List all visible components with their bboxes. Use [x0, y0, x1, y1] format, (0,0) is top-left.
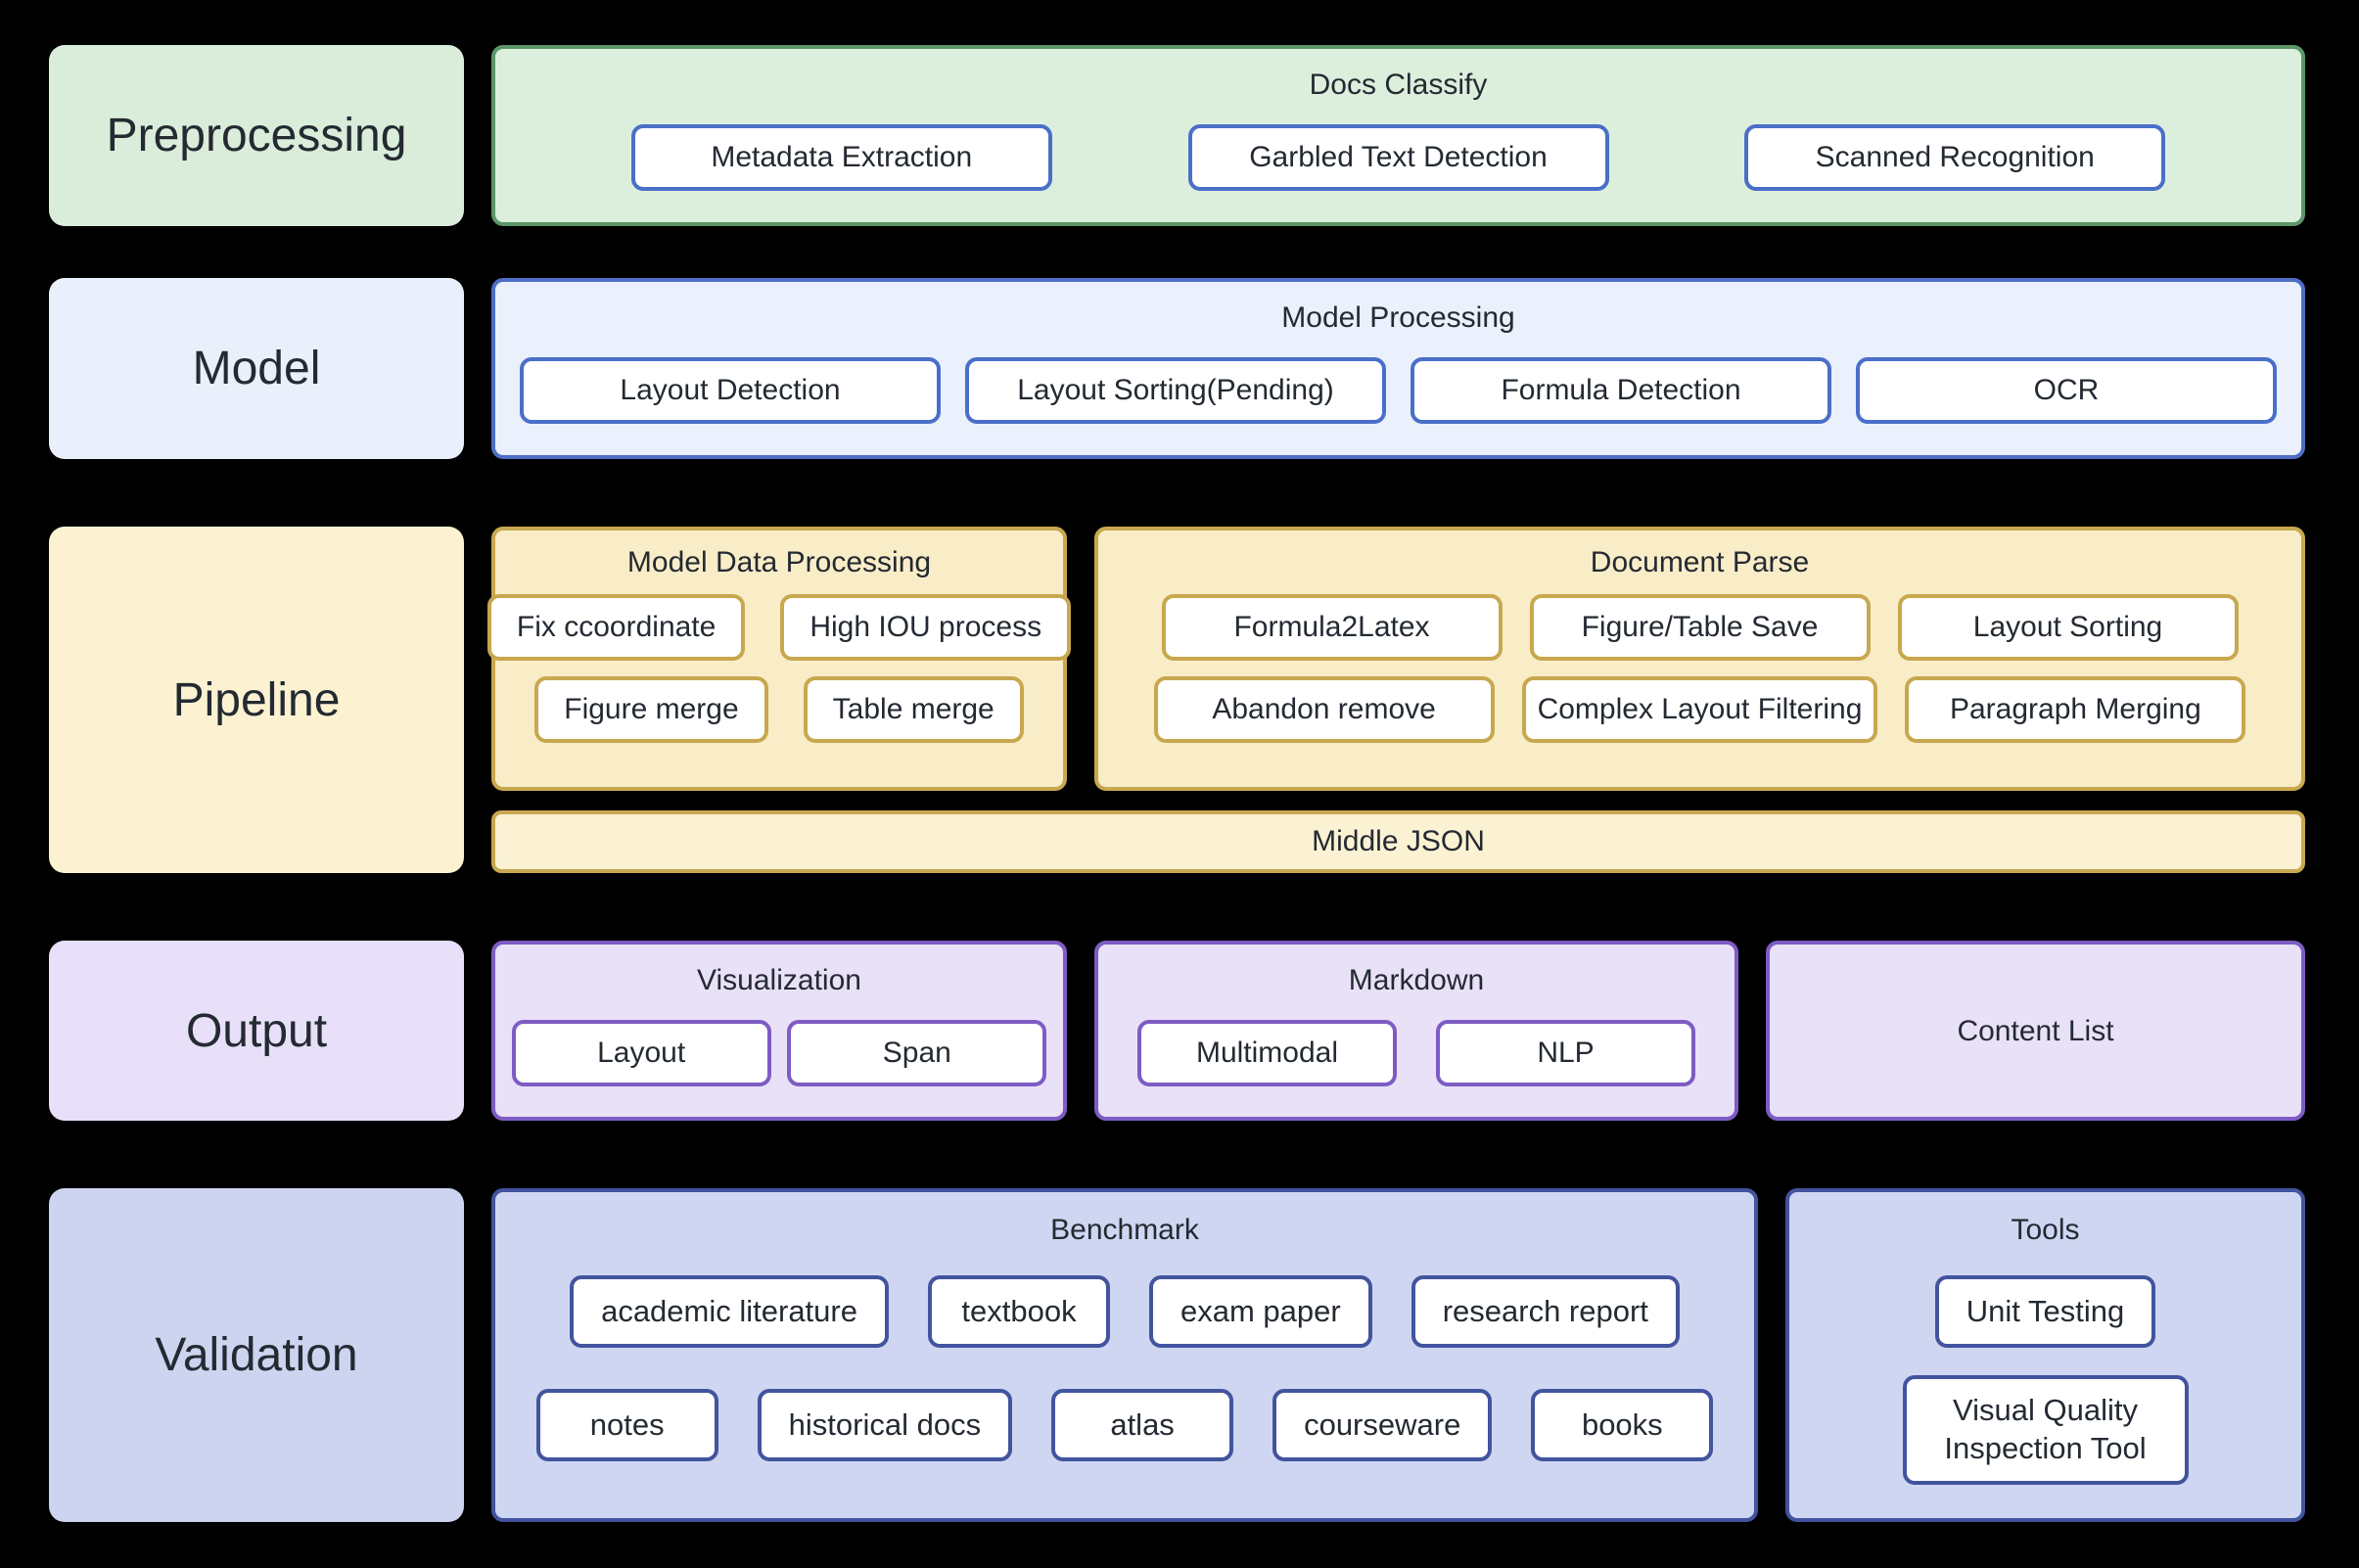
row-content-output: Visualization Layout Span Markdown Multi… [491, 941, 2305, 1121]
middle-json-banner: Middle JSON [491, 810, 2305, 873]
group-document-parse: Document Parse Formula2Latex Figure/Tabl… [1094, 527, 2305, 791]
group-model-processing-title: Model Processing [1281, 301, 1515, 334]
group-markdown: Markdown Multimodal NLP [1094, 941, 1738, 1121]
row-validation: Validation Benchmark academic literature… [49, 1188, 2305, 1522]
node-complex-layout-filtering: Complex Layout Filtering [1521, 676, 1878, 743]
benchmark-row1: academic literature textbook exam paper … [495, 1275, 1754, 1348]
group-markdown-title: Markdown [1348, 964, 1485, 996]
node-unit-testing: Unit Testing [1934, 1275, 2156, 1348]
row-label-pipeline: Pipeline [49, 527, 464, 873]
node-high-iou-process: High IOU process [780, 594, 1072, 661]
row-content-validation: Benchmark academic literature textbook e… [491, 1188, 2305, 1522]
node-courseware: courseware [1272, 1389, 1493, 1461]
row-pipeline: Pipeline Model Data Processing Fix ccoor… [49, 527, 2305, 873]
node-formula2latex: Formula2Latex [1161, 594, 1503, 661]
row-label-preprocessing: Preprocessing [49, 45, 464, 226]
node-historical-docs: historical docs [757, 1389, 1013, 1461]
node-layout-sorting-pending: Layout Sorting(Pending) [965, 357, 1386, 424]
row-preprocessing: Preprocessing Docs Classify Metadata Ext… [49, 45, 2305, 226]
node-exam-paper: exam paper [1148, 1275, 1372, 1348]
group-content-list: Content List [1766, 941, 2305, 1121]
node-formula-detection: Formula Detection [1411, 357, 1831, 424]
row-content-preprocessing: Docs Classify Metadata Extraction Garble… [491, 45, 2305, 226]
visualization-buttons: Layout Span [495, 996, 1063, 1117]
group-visualization-title: Visualization [697, 964, 861, 996]
model-data-processing-row1: Fix ccoordinate High IOU process [486, 594, 1072, 661]
node-academic-literature: academic literature [570, 1275, 889, 1348]
group-tools-title: Tools [2011, 1214, 2080, 1246]
node-garbled-text-detection: Garbled Text Detection [1187, 124, 1609, 191]
group-document-parse-title: Document Parse [1590, 546, 1810, 578]
row-label-model: Model [49, 278, 464, 459]
tools-buttons: Unit Testing Visual Quality Inspection T… [1789, 1246, 2301, 1518]
group-visualization: Visualization Layout Span [491, 941, 1067, 1121]
document-parse-row2: Abandon remove Complex Layout Filtering … [1098, 676, 2301, 743]
markdown-buttons: Multimodal NLP [1098, 996, 1735, 1117]
node-paragraph-merging: Paragraph Merging [1905, 676, 2246, 743]
group-tools: Tools Unit Testing Visual Quality Inspec… [1785, 1188, 2305, 1522]
node-visual-quality-inspection-tool: Visual Quality Inspection Tool [1902, 1375, 2189, 1485]
document-parse-row1: Formula2Latex Figure/Table Save Layout S… [1098, 594, 2301, 661]
node-figure-merge: Figure merge [534, 676, 768, 743]
benchmark-row2: notes historical docs atlas courseware b… [495, 1389, 1754, 1461]
node-layout: Layout [511, 1019, 771, 1086]
group-model-processing: Model Processing Layout Detection Layout… [491, 278, 2305, 459]
group-model-data-processing: Model Data Processing Fix ccoordinate Hi… [486, 527, 1072, 791]
model-data-processing-row2: Figure merge Table merge [495, 676, 1063, 743]
node-scanned-recognition: Scanned Recognition [1744, 124, 2166, 191]
node-atlas: atlas [1051, 1389, 1234, 1461]
docs-classify-buttons: Metadata Extraction Garbled Text Detecti… [495, 101, 2301, 222]
node-layout-sorting: Layout Sorting [1897, 594, 2239, 661]
group-content-list-title: Content List [1957, 1014, 2114, 1047]
row-content-pipeline: Model Data Processing Fix ccoordinate Hi… [486, 527, 2305, 873]
node-multimodal: Multimodal [1137, 1019, 1397, 1086]
group-docs-classify-title: Docs Classify [1309, 69, 1488, 101]
node-span: Span [787, 1019, 1047, 1086]
row-content-model: Model Processing Layout Detection Layout… [491, 278, 2305, 459]
group-benchmark: Benchmark academic literature textbook e… [491, 1188, 1758, 1522]
node-figure-table-save: Figure/Table Save [1529, 594, 1871, 661]
node-fix-ccoordinate: Fix ccoordinate [486, 594, 746, 661]
node-textbook: textbook [927, 1275, 1110, 1348]
pipeline-subcontainers: Model Data Processing Fix ccoordinate Hi… [486, 527, 2305, 791]
row-output: Output Visualization Layout Span Markdow… [49, 941, 2305, 1121]
group-model-data-processing-title: Model Data Processing [626, 546, 932, 578]
model-processing-buttons: Layout Detection Layout Sorting(Pending)… [495, 334, 2301, 455]
node-table-merge: Table merge [803, 676, 1024, 743]
node-research-report: research report [1411, 1275, 1680, 1348]
group-docs-classify: Docs Classify Metadata Extraction Garble… [491, 45, 2305, 226]
node-layout-detection: Layout Detection [520, 357, 941, 424]
row-label-validation: Validation [49, 1188, 464, 1522]
node-notes: notes [535, 1389, 718, 1461]
node-abandon-remove: Abandon remove [1153, 676, 1495, 743]
node-metadata-extraction: Metadata Extraction [630, 124, 1052, 191]
node-books: books [1531, 1389, 1714, 1461]
row-label-output: Output [49, 941, 464, 1121]
node-ocr: OCR [1856, 357, 2277, 424]
node-nlp: NLP [1436, 1019, 1695, 1086]
group-benchmark-title: Benchmark [1050, 1214, 1199, 1246]
row-model: Model Model Processing Layout Detection … [49, 278, 2305, 459]
